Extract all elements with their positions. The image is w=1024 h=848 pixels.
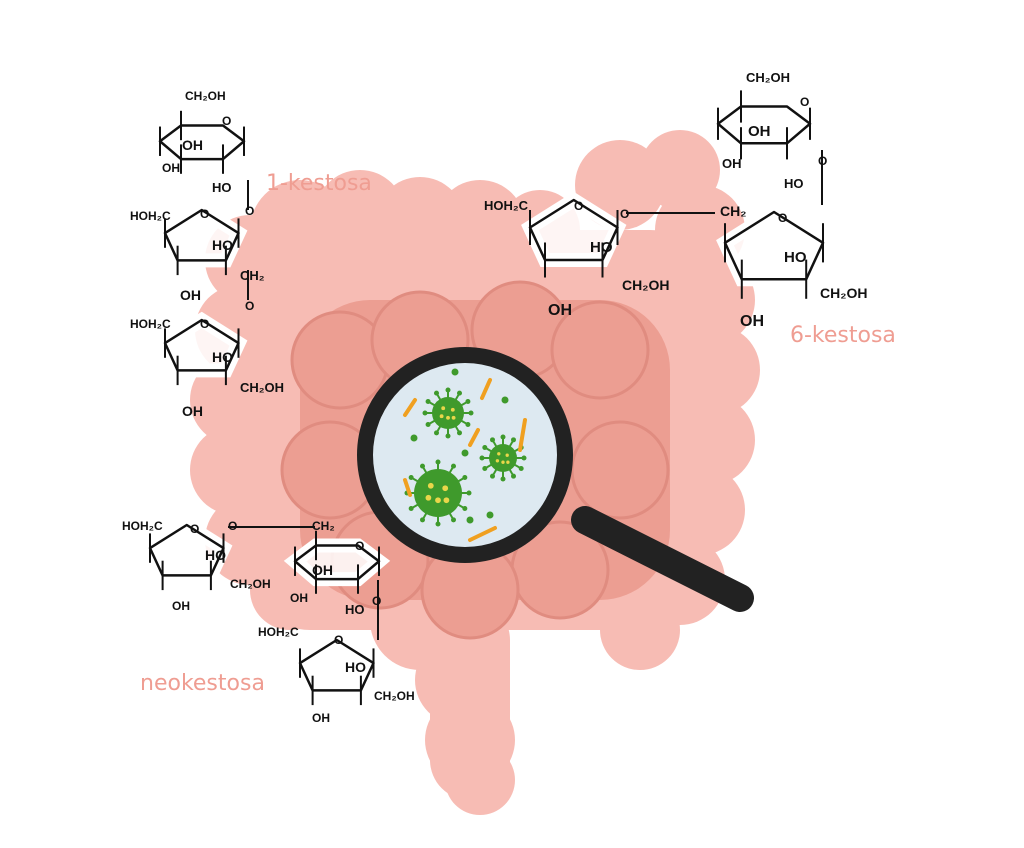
bacteria-icon <box>468 428 480 447</box>
microbe-dot <box>486 511 494 519</box>
rectum <box>430 600 510 800</box>
atom-label-o: O <box>778 211 787 225</box>
atom-label-o: O <box>620 207 629 221</box>
atom-label-ch2: CH₂ <box>240 268 265 283</box>
microbe-icon <box>479 434 527 482</box>
microbe-icon <box>404 459 472 527</box>
atom-label-ho: HO <box>345 659 366 675</box>
atom-label-oh: OH <box>312 562 333 578</box>
atom-label-o: O <box>190 522 199 536</box>
atom-label-o: O <box>800 95 809 109</box>
atom-label-oh: OH <box>180 287 201 303</box>
bacteria-icon <box>480 378 492 400</box>
colon-segment <box>655 465 745 555</box>
colon-segment <box>190 355 280 445</box>
microbe-dot <box>501 396 509 404</box>
atom-label-hoh2c: HOH₂C <box>130 317 171 331</box>
atom-label-o: O <box>228 519 237 533</box>
atom-label-o: O <box>334 633 343 647</box>
colon-segment <box>600 590 680 670</box>
label-1-kestose: 1-kestosa <box>266 171 372 196</box>
atom-label-ho: HO <box>345 602 365 617</box>
magnifier-handle <box>571 506 754 612</box>
atom-label-oh: OH <box>172 599 190 613</box>
atom-label-o: O <box>372 594 381 608</box>
colon-segment <box>435 180 525 270</box>
atom-label-ho: HO <box>212 237 233 253</box>
atom-label-oh: OH <box>182 137 203 153</box>
label-neokestose: neokestosa <box>140 671 265 696</box>
atom-label-ho: HO <box>784 249 807 266</box>
atom-label-hoh2c: HOH₂C <box>484 198 529 213</box>
bacteria-icon <box>468 526 497 542</box>
furanose-ring <box>163 208 240 262</box>
atom-label-ch2oh: CH₂OH <box>820 285 867 301</box>
atom-label-ch2oh: CH₂OH <box>230 577 271 591</box>
colon-segment <box>190 425 280 515</box>
atom-label-oh: OH <box>290 591 308 605</box>
atom-label-hoh2c: HOH₂C <box>258 625 299 639</box>
atom-label-o: O <box>355 539 364 553</box>
furanose-ring <box>163 318 240 372</box>
atom-label-o: O <box>574 199 583 213</box>
colon-segment <box>665 255 755 345</box>
furanose-ring <box>298 638 375 692</box>
atom-label-oh: OH <box>740 313 764 330</box>
furanose-ring <box>528 198 619 262</box>
atom-label-o: O <box>245 299 254 313</box>
atom-label-o: O <box>818 154 827 168</box>
bacteria-icon <box>403 398 417 417</box>
atom-label-oh: OH <box>162 161 180 175</box>
microbe-dot <box>466 516 474 524</box>
atom-label-ch2: CH₂ <box>720 203 746 219</box>
colon-segment <box>670 325 760 415</box>
atom-label-ho: HO <box>212 349 233 365</box>
magnifier-icon <box>357 347 754 612</box>
atom-label-o: O <box>222 114 231 128</box>
microbe-icon <box>422 387 474 439</box>
furanose-ring <box>723 210 825 281</box>
microbe-dot <box>410 434 418 442</box>
atom-label-ch2oh: CH₂OH <box>185 89 226 103</box>
intestine-loop <box>570 420 670 520</box>
colon-segment <box>665 395 755 485</box>
bacteria-icon <box>403 478 412 497</box>
atom-label-oh: OH <box>748 123 771 140</box>
intestine-loop <box>550 300 650 400</box>
atom-label-hoh2c: HOH₂C <box>130 209 171 223</box>
atom-label-o: O <box>245 204 254 218</box>
atom-label-ch2oh: CH₂OH <box>240 380 284 395</box>
atom-label-oh: OH <box>722 156 742 171</box>
label-6-kestose: 6-kestosa <box>790 323 896 348</box>
atom-label-ch2oh: CH₂OH <box>374 689 415 703</box>
atom-label-ch2: CH₂ <box>312 519 335 533</box>
furanose-ring <box>148 523 225 577</box>
atom-label-ch2oh: CH₂OH <box>746 70 790 85</box>
atom-label-oh: OH <box>548 302 572 319</box>
bacteria-icon <box>518 418 527 452</box>
atom-label-ho: HO <box>784 176 804 191</box>
atom-label-ho: HO <box>590 239 613 256</box>
atom-label-hoh2c: HOH₂C <box>122 519 163 533</box>
atom-label-oh: OH <box>182 403 203 419</box>
atom-label-ch2oh: CH₂OH <box>622 277 669 293</box>
atom-label-ho: HO <box>205 547 226 563</box>
microbe-dot <box>451 368 459 376</box>
atom-label-o: O <box>200 207 209 221</box>
atom-label-o: O <box>200 317 209 331</box>
microbe-dot <box>461 449 469 457</box>
atom-label-oh: OH <box>312 711 330 725</box>
atom-label-ho: HO <box>212 180 232 195</box>
